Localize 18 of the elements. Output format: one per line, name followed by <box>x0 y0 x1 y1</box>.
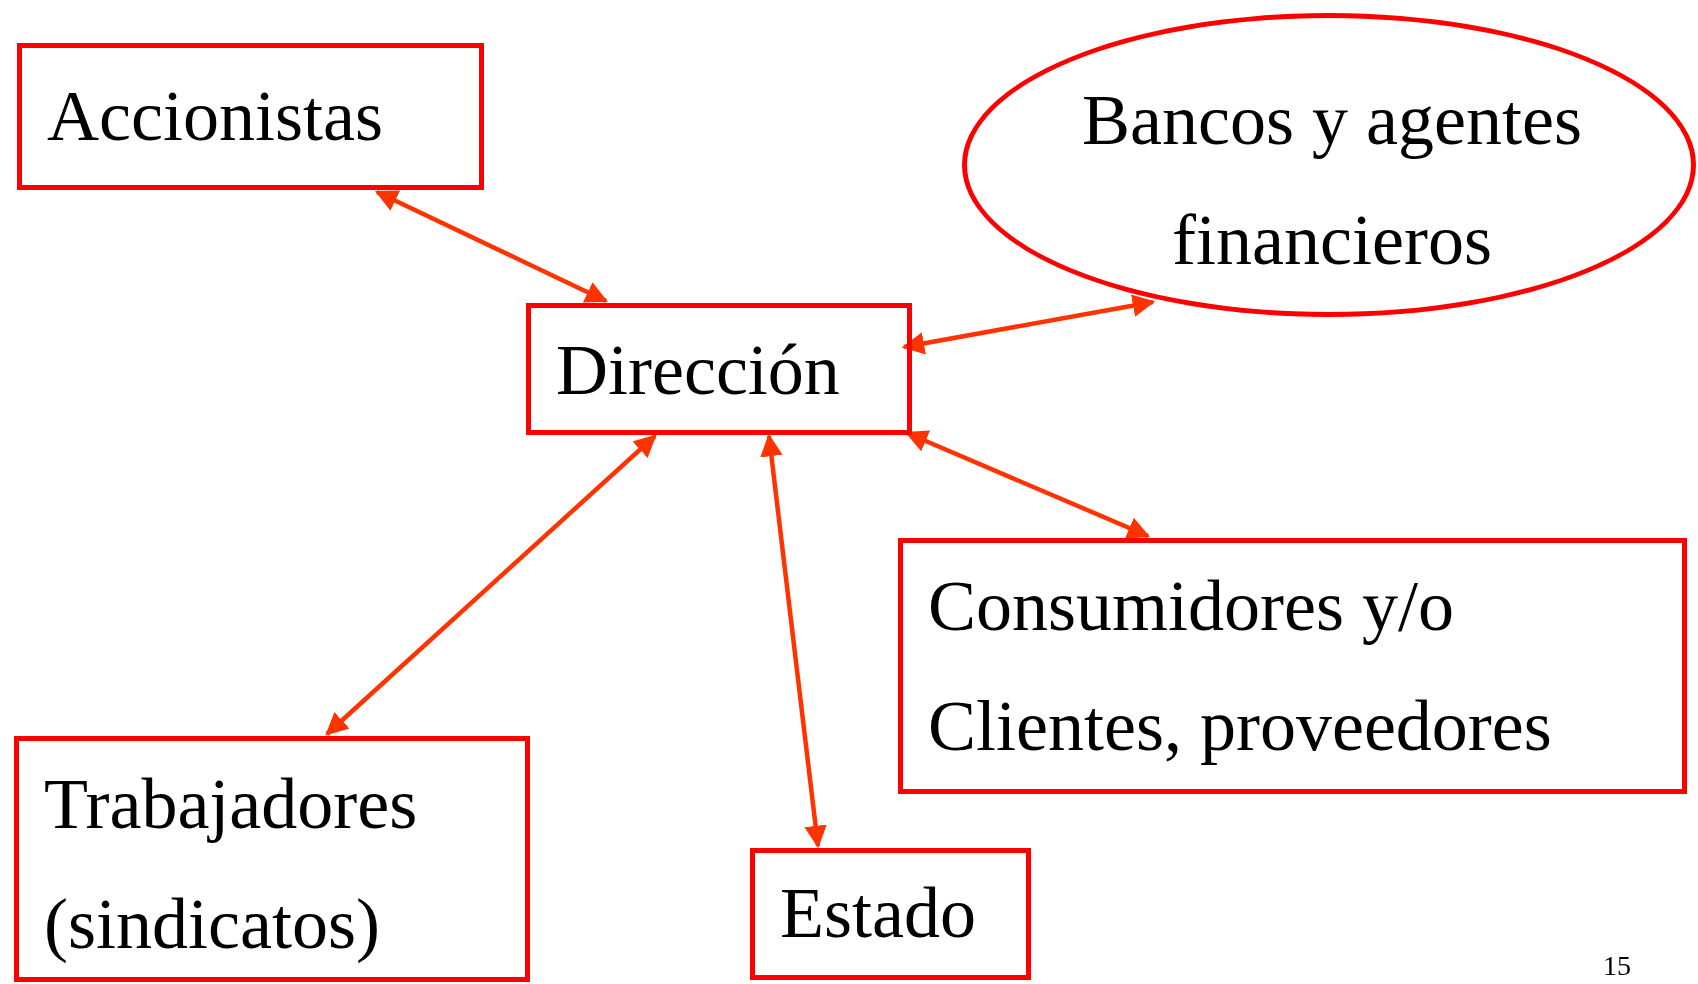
node-label: Consumidores y/o Clientes, proveedores <box>928 565 1553 768</box>
ellipse-node <box>962 13 1696 317</box>
box-node <box>17 43 484 190</box>
box-node <box>526 303 912 435</box>
double-arrow <box>760 433 827 849</box>
double-arrow <box>325 434 657 736</box>
double-arrow <box>904 430 1151 539</box>
box-node <box>750 848 1031 980</box>
node-label: Estado <box>780 872 977 955</box>
box-node <box>898 538 1687 794</box>
node-label: Trabajadores (sindicatos) <box>44 763 419 966</box>
node-label: Bancos y agentes financieros <box>1081 79 1583 282</box>
double-arrow <box>901 294 1156 355</box>
node-label: Accionistas <box>47 75 384 158</box>
double-arrow <box>374 189 609 304</box>
page-number: 15 <box>1603 950 1631 982</box>
node-label: Dirección <box>556 329 841 412</box>
box-node <box>14 736 530 982</box>
